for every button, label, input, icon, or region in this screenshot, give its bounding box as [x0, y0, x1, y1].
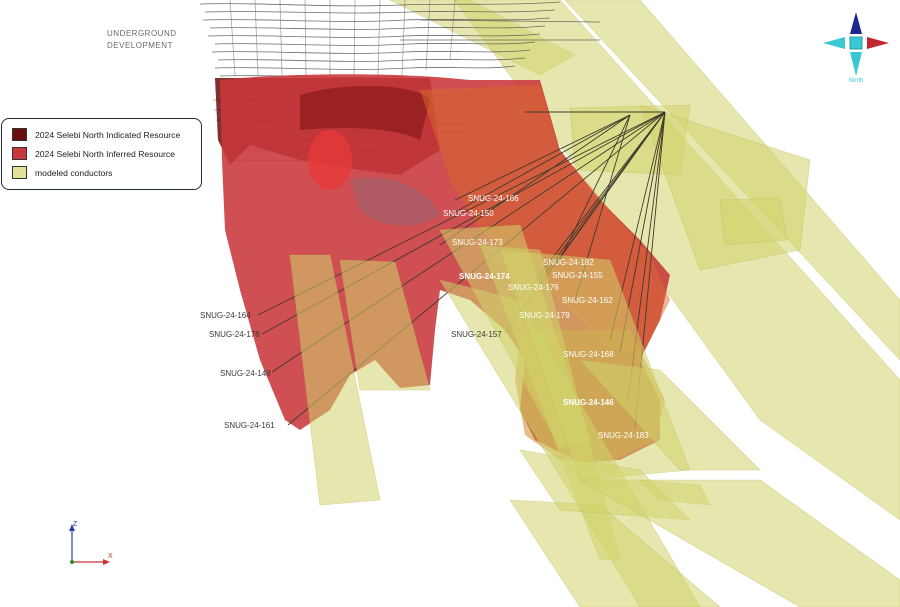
- legend-swatch: [12, 166, 27, 179]
- drillhole-label: SNUG-24-173: [452, 238, 503, 247]
- conductor-plate: [454, 0, 900, 521]
- drillhole-label: SNUG-24-155: [552, 271, 603, 280]
- modeled-conductors-back: [389, 0, 900, 521]
- conductor-plate: [339, 259, 431, 391]
- drillhole-label: SNUG-24-168: [563, 350, 614, 359]
- legend-label: modeled conductors: [35, 167, 113, 178]
- x-axis-label: X: [108, 553, 113, 560]
- north-arrow-icon: [850, 12, 862, 34]
- south-arrow-icon: [850, 52, 862, 76]
- legend-item-conductors: modeled conductors: [12, 163, 201, 182]
- modeled-conductors-front: [289, 224, 900, 607]
- east-arrow-icon: [867, 37, 889, 49]
- drillhole-label: SNUG-24-162: [562, 296, 613, 305]
- axis-origin: [70, 560, 74, 564]
- resource-shadow: [350, 177, 440, 226]
- drillhole-label: SNUG-24-157: [451, 330, 502, 339]
- compass-north-arrow-icon[interactable]: North: [823, 12, 889, 84]
- drillhole-label: SNUG-24-176: [508, 283, 559, 292]
- compass-center: [849, 36, 863, 50]
- z-axis-label: Z: [73, 521, 78, 528]
- drillhole-label: SNUG-24-183: [598, 431, 649, 440]
- conductor-plate: [289, 254, 381, 506]
- drillhole-label: SNUG-24-178: [209, 330, 260, 339]
- drillhole-label: SNUG-24-164: [200, 311, 251, 320]
- legend-swatch: [12, 128, 27, 141]
- drillhole-label: SNUG-24-161: [224, 421, 275, 430]
- drillhole-label: SNUG-24-182: [543, 258, 594, 267]
- z-arrow-icon: [69, 524, 75, 531]
- drillhole-label: SNUG-24-150: [443, 209, 494, 218]
- legend-label: 2024 Selebi North Indicated Resource: [35, 129, 181, 140]
- conductor-plate: [579, 359, 761, 471]
- indicated-resource-lobe: [300, 85, 430, 140]
- legend-item-indicated: 2024 Selebi North Indicated Resource: [12, 125, 201, 144]
- inferred-resource-bulge: [308, 130, 352, 190]
- legend: 2024 Selebi North Indicated Resource 202…: [1, 118, 202, 190]
- west-arrow-icon: [823, 37, 845, 49]
- drillhole-label: SNUG-24-166: [468, 194, 519, 203]
- conductor-plate: [719, 197, 788, 246]
- legend-label: 2024 Selebi North Inferred Resource: [35, 148, 175, 159]
- drillhole-label: SNUG-24-146: [563, 398, 614, 407]
- drillhole-label: SNUG-24-174: [459, 272, 510, 281]
- drillhole-label: SNUG-24-179: [519, 311, 570, 320]
- legend-swatch: [12, 147, 27, 160]
- underground-development-label: UNDERGROUND DEVELOPMENT: [107, 29, 177, 50]
- x-arrow-icon: [103, 559, 110, 565]
- conductor-plate: [578, 479, 900, 607]
- compass-north-label: North: [849, 78, 864, 84]
- legend-item-inferred: 2024 Selebi North Inferred Resource: [12, 144, 201, 163]
- axis-triad: Z X: [69, 521, 113, 565]
- drillhole-label: SNUG-24-148: [220, 369, 271, 378]
